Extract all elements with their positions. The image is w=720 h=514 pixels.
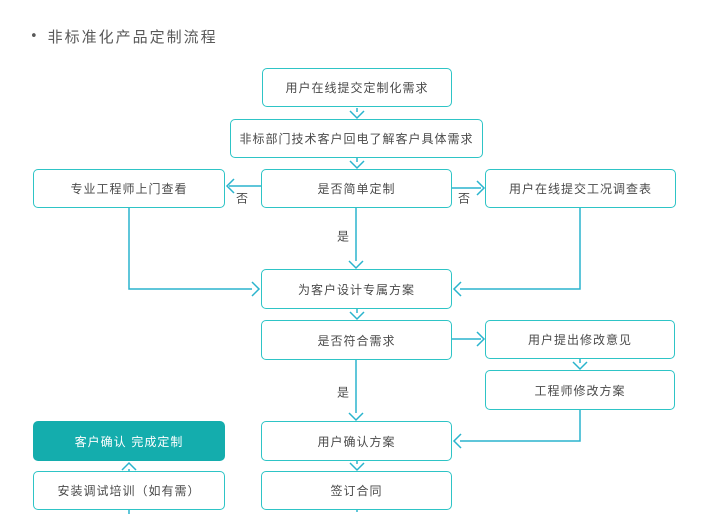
edge-submit-to-callback [349,108,365,120]
edge-confirm-to-sign [349,461,365,472]
flow-node-survey-form: 用户在线提交工况调查表 [485,169,676,208]
flow-node-install-training: 安装调试培训（如有需） [33,471,225,510]
edge-label-yes-mid: 是 [336,229,350,244]
flow-node-meets-needs: 是否符合需求 [261,320,452,360]
edge-survey-to-design [452,208,581,297]
flow-node-confirm-plan: 用户确认方案 [261,421,452,461]
edge-callback-to-simple [349,158,365,170]
edge-meets-to-feedback [452,331,486,347]
flow-node-design-plan: 为客户设计专属方案 [261,269,452,309]
node-label: 用户在线提交定制化需求 [285,81,429,95]
flow-node-callback: 非标部门技术客户回电了解客户具体需求 [230,119,483,158]
edge-meets-to-confirm [348,360,364,422]
flow-node-revise-plan: 工程师修改方案 [485,370,675,410]
flow-node-sign-contract: 签订合同 [261,471,452,510]
edge-feedback-to-revise [572,359,588,371]
node-label: 用户在线提交工况调查表 [508,182,652,196]
flow-node-submit-request: 用户在线提交定制化需求 [262,68,452,107]
edge-revise-to-confirm [452,410,581,449]
node-label: 为客户设计专属方案 [297,282,415,297]
node-label: 安装调试培训（如有需） [57,484,201,498]
node-label: 专业工程师上门查看 [70,182,188,196]
node-label: 是否符合需求 [317,333,396,348]
edge-design-to-meets [349,309,365,321]
edge-label-no-right: 否 [457,191,471,206]
flow-node-feedback: 用户提出修改意见 [485,320,675,359]
node-label: 客户确认 完成定制 [74,434,184,449]
page-title: • 非标准化产品定制流程 [30,26,218,47]
node-label: 签订合同 [330,484,383,498]
node-label: 工程师修改方案 [534,383,626,398]
edge-simple-to-design [348,208,364,270]
flow-node-engineer-visit: 专业工程师上门查看 [33,169,225,208]
page-title-text: 非标准化产品定制流程 [47,28,218,46]
node-label: 是否简单定制 [317,182,396,196]
node-label: 用户确认方案 [317,434,396,449]
node-label: 非标部门技术客户回电了解客户具体需求 [239,132,474,146]
edge-label-yes-low: 是 [336,385,350,400]
bullet-icon: • [30,29,38,44]
node-label: 用户提出修改意见 [527,333,632,347]
edge-visit-to-design [128,208,261,297]
flow-node-simple-custom: 是否简单定制 [261,169,452,208]
flow-node-confirm-complete: 客户确认 完成定制 [33,421,225,461]
edge-training-to-complete [121,461,137,471]
edge-label-no-left: 否 [235,191,249,206]
